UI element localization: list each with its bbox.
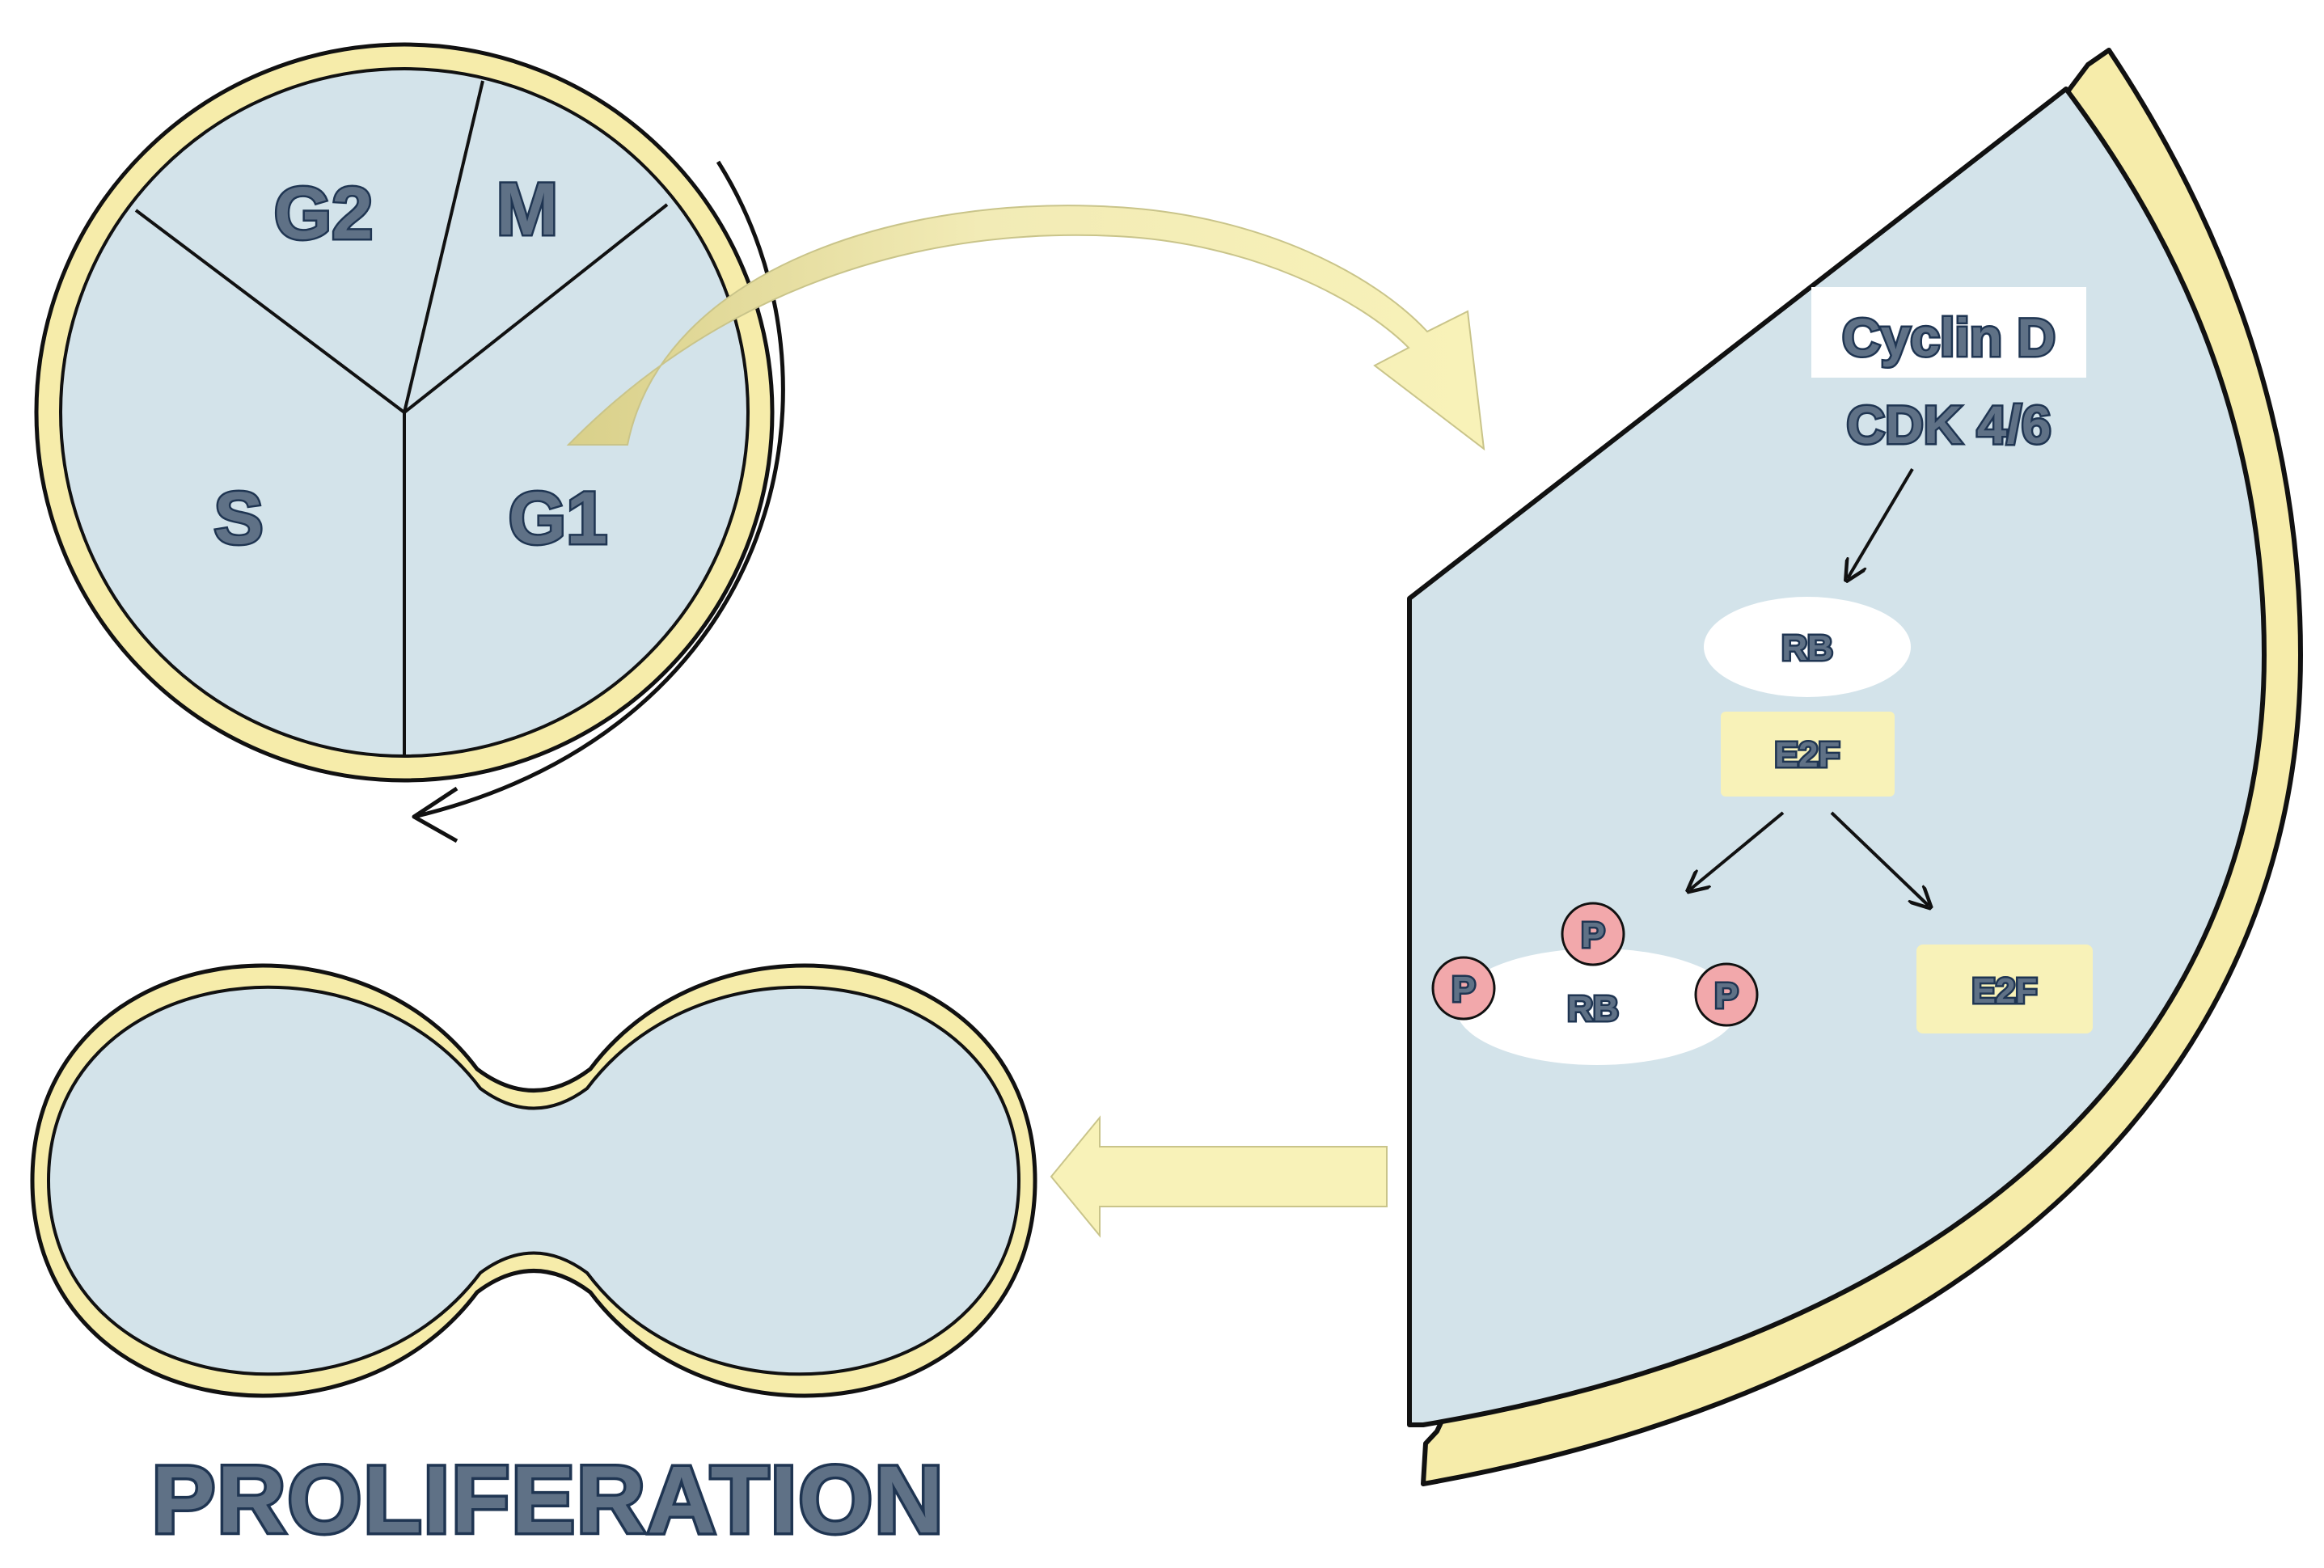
rb-label: RB xyxy=(1781,628,1833,668)
phase-label-m: M xyxy=(496,168,559,251)
e2f-bound-box xyxy=(1721,712,1895,797)
arrow-to-rb-phosphorylated xyxy=(1690,811,1785,890)
phosphate-label-right: P xyxy=(1714,976,1738,1016)
rb-phosphorylated-complex xyxy=(1456,949,1739,1065)
rb-phosphorylated-label: RB xyxy=(1567,989,1619,1029)
cycle-direction-arrow xyxy=(412,160,785,843)
cell-cycle-wheel: G2 M S G1 xyxy=(34,42,775,783)
cyclin-d-box xyxy=(1811,287,2086,378)
e2f-free-box xyxy=(1916,945,2093,1033)
zoom-arrow xyxy=(566,205,1485,451)
phosphate-label-top: P xyxy=(1581,915,1604,955)
e2f-bound-label: E2F xyxy=(1775,735,1840,775)
e2f-free-label: E2F xyxy=(1972,971,2038,1011)
phase-label-g1: G1 xyxy=(509,477,608,560)
phase-divider-s-g2 xyxy=(134,209,406,414)
phosphate-label-left: P xyxy=(1451,970,1475,1009)
proliferation-arrow xyxy=(1050,1115,1388,1238)
phase-divider-g2-m xyxy=(403,80,484,413)
cdk-label: CDK 4/6 xyxy=(1846,395,2051,454)
phosphate-group-left: P xyxy=(1431,956,1496,1021)
dividing-cell-cytoplasm xyxy=(47,985,1020,1376)
dividing-cell xyxy=(30,963,1037,1398)
arrow-to-e2f-free xyxy=(1830,811,1929,906)
rb-complex xyxy=(1704,597,1911,697)
phase-label-s: S xyxy=(213,477,263,560)
phase-divider-m-g1 xyxy=(403,203,669,414)
arrow-cdk-to-rb xyxy=(1848,467,1914,578)
proliferation-label: PROLIFERATION xyxy=(152,1447,945,1553)
cyclin-d-label: Cyclin D xyxy=(1842,307,2056,367)
zoomed-cell: Cyclin D CDK 4/6 RB E2F RB P P P E2F xyxy=(1407,48,2303,1486)
phosphate-group-right: P xyxy=(1694,962,1759,1027)
phosphate-group-top: P xyxy=(1561,902,1625,966)
phase-label-g2: G2 xyxy=(274,172,374,255)
